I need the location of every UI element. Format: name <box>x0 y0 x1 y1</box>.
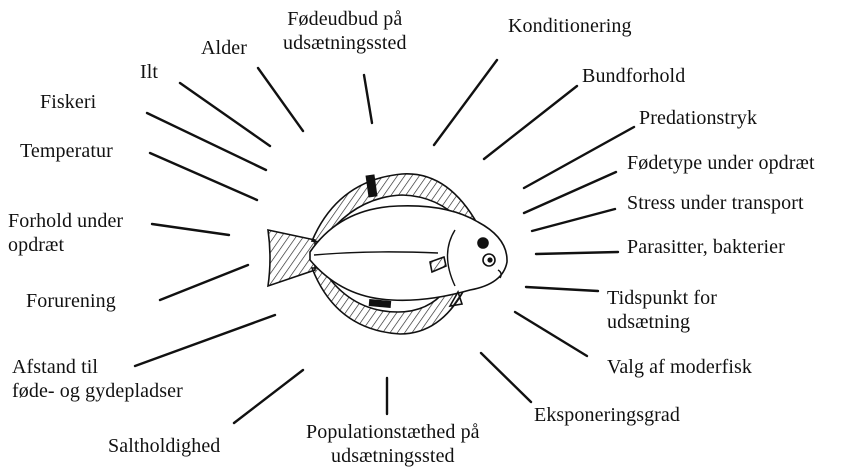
factor-forhold: Forhold under opdræt <box>8 209 123 257</box>
connector-forurening <box>160 265 248 300</box>
factor-forurening: Forurening <box>26 289 116 313</box>
factor-ilt: Ilt <box>140 60 158 84</box>
factor-populationsthed-line2: udsætningssted <box>306 444 480 468</box>
connector-stress <box>532 209 615 231</box>
connector-alder <box>258 68 303 131</box>
connector-konditionering <box>434 60 497 145</box>
factor-populationsthed-line1: Populationstæthed på <box>306 420 480 444</box>
factor-afstand-line2: føde- og gydepladser <box>12 379 183 403</box>
upper-eye <box>478 238 488 248</box>
connector-bundforhold <box>484 86 577 159</box>
factor-bundforhold: Bundforhold <box>582 64 685 88</box>
factor-saltholdighed: Saltholdighed <box>108 434 220 458</box>
factor-alder: Alder <box>201 36 247 60</box>
factor-populationsthed: Populationstæthed på udsætningssted <box>306 420 480 468</box>
connector-parasitter <box>536 252 618 254</box>
factor-valg: Valg af moderfisk <box>607 355 752 379</box>
factor-tidspunkt-line1: Tidspunkt for <box>607 286 717 310</box>
factor-tidspunkt: Tidspunkt for udsætning <box>607 286 717 334</box>
connector-fodetype <box>524 172 616 213</box>
factor-afstand: Afstand til føde- og gydepladser <box>12 355 183 403</box>
factor-fodeudbud-line1: Fødeudbud på <box>283 7 407 31</box>
factor-fodeudbud: Fødeudbud på udsætningssted <box>283 7 407 55</box>
factor-temperatur: Temperatur <box>20 139 113 163</box>
factor-fodeudbud-line2: udsætningssted <box>283 31 407 55</box>
factor-predationstryk: Predationstryk <box>639 106 757 130</box>
connector-valg <box>515 312 587 356</box>
factor-parasitter: Parasitter, bakterier <box>627 235 785 259</box>
connector-tidspunkt <box>526 287 598 291</box>
connector-predationstryk <box>524 127 634 188</box>
connector-temperatur <box>150 153 257 200</box>
factor-fodetype: Fødetype under opdræt <box>627 151 815 175</box>
factor-tidspunkt-line2: udsætning <box>607 310 717 334</box>
connector-eksponering <box>481 353 531 402</box>
tail-fin <box>268 230 315 286</box>
factor-fiskeri: Fiskeri <box>40 90 96 114</box>
factor-stress: Stress under transport <box>627 191 804 215</box>
connector-fiskeri <box>147 113 266 170</box>
factor-konditionering: Konditionering <box>508 14 632 38</box>
factor-eksponering: Eksponeringsgrad <box>534 403 680 427</box>
connector-fodeudbud <box>364 75 372 123</box>
flatfish-illustration <box>268 174 507 334</box>
connector-forhold <box>152 224 229 235</box>
connector-saltholdighed <box>234 370 303 423</box>
factor-forhold-line1: Forhold under <box>8 209 123 233</box>
factor-afstand-line1: Afstand til <box>12 355 183 379</box>
factor-forhold-line2: opdræt <box>8 233 123 257</box>
